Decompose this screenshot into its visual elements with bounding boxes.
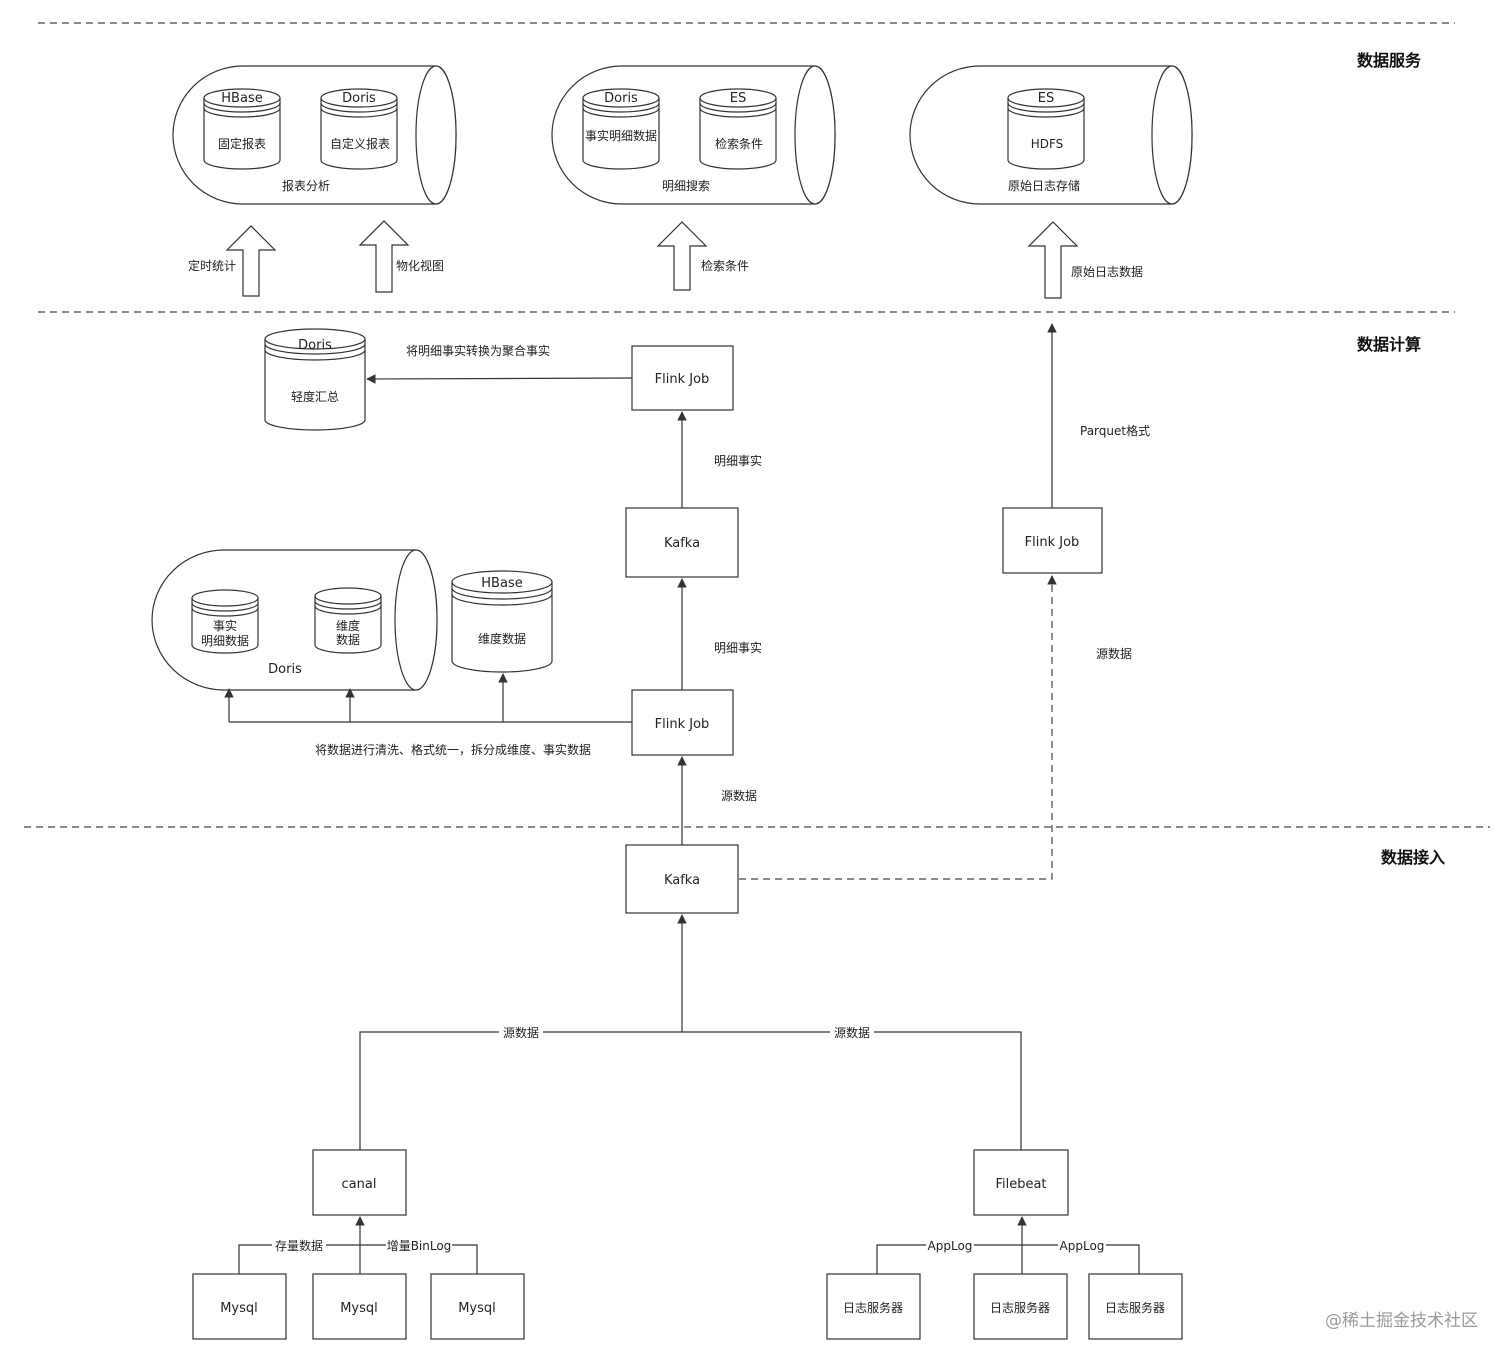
log-server-label-1: 日志服务器 [843,1300,903,1315]
flink-job-mid-label: Flink Job [655,717,710,732]
kafka-mid [625,507,739,578]
mysql-label-2: Mysql [340,1301,378,1316]
doris-db-cylinder: Doris 自定义报表 [320,88,398,170]
doris-summary-head: Doris [298,338,332,353]
es-search-cylinder: ES 检索条件 [699,88,777,170]
fact-detail-line1: 事实 [213,618,237,633]
label-incremental-binlog: 增量BinLog [387,1239,452,1253]
arrow-to-summary [366,374,633,384]
es-hdfs-cylinder: ES HDFS [1007,88,1085,170]
section-title-compute: 数据计算 [1357,335,1421,354]
label-source-left: 源数据 [503,1025,539,1040]
mysql-label-3: Mysql [458,1301,496,1316]
detail-search-group: Doris 事实明细数据 ES 检索条件 明细搜索 [551,65,836,205]
es-search-head: ES [730,91,746,106]
log-server-label-2: 日志服务器 [990,1300,1050,1315]
label-source-data-compute: 源数据 [721,788,757,803]
dashed-kafka-to-flink-right [739,575,1057,880]
canal-box [312,1149,407,1216]
up-arrow-mview [358,220,410,293]
label-fact-aggregation: 将明细事实转换为聚合事实 [406,343,550,358]
log-server-box-2 [973,1273,1068,1340]
dimension-line2: 数据 [336,632,360,647]
up-arrow-search [656,221,708,291]
watermark: @稀土掘金技术社区 [1325,1311,1478,1331]
mysql-label-1: Mysql [220,1301,258,1316]
log-server-label-3: 日志服务器 [1105,1300,1165,1315]
es-search-body: 检索条件 [715,136,763,151]
filebeat-box [973,1149,1069,1216]
flink-job-right [1002,507,1103,574]
es-hdfs-head: ES [1038,91,1054,106]
report-analysis-label: 报表分析 [282,178,330,193]
mysql-tree-line [238,1244,478,1274]
kafka-ingest-label: Kafka [664,873,700,888]
canal-label: canal [342,1177,377,1192]
tree-line-sources [359,1031,1022,1150]
doris-detail-cylinder: Doris 事实明细数据 [582,88,660,170]
mysql-box-1 [192,1273,287,1340]
hbase-dimension-cylinder: HBase 维度数据 [451,570,553,673]
logserver-tree-line [876,1244,1140,1274]
flink-job-top-label: Flink Job [655,372,710,387]
doris-group-label: Doris [268,662,302,677]
section-title-ingest: 数据接入 [1381,848,1445,867]
hbase-db-head: HBase [221,91,262,106]
label-applog-1: AppLog [928,1239,973,1253]
hbase-db-cylinder: HBase 固定报表 [203,88,281,170]
es-hdfs-body: HDFS [1031,137,1064,151]
mysql-box-3 [430,1273,525,1340]
doris-detail-head: Doris [604,91,638,106]
hbase-dimension-head: HBase [481,576,522,591]
doris-summary-cylinder: Doris 轻度汇总 [264,328,366,431]
log-server-box-1 [826,1273,921,1340]
label-raw-log-data: 原始日志数据 [1071,264,1143,279]
label-parquet: Parquet格式 [1080,423,1150,438]
fact-detail-line2: 明细数据 [201,633,249,648]
doris-db-head: Doris [342,91,376,106]
label-materialized-view: 物化视图 [396,258,444,273]
hbase-db-body: 固定报表 [218,136,266,151]
doris-summary-body: 轻度汇总 [291,389,339,404]
label-fact-1: 明细事实 [714,453,762,468]
label-search-condition: 检索条件 [701,258,749,273]
doris-db-body: 自定义报表 [330,136,390,151]
filebeat-label: Filebeat [995,1177,1046,1192]
log-server-box-3 [1088,1273,1183,1340]
label-source-right: 源数据 [834,1025,870,1040]
raw-log-label: 原始日志存储 [1008,178,1080,193]
mysql-box-2 [312,1273,407,1340]
flink-job-top [631,345,734,411]
label-clean-split: 将数据进行清洗、格式统一，拆分成维度、事实数据 [315,742,591,757]
flink-job-right-label: Flink Job [1025,535,1080,550]
kafka-ingest [625,844,739,914]
label-source-data-right: 源数据 [1096,646,1132,661]
hbase-dimension-body: 维度数据 [478,631,526,646]
dimension-line1: 维度 [336,618,360,633]
label-scheduled-stats: 定时统计 [188,258,236,273]
label-stock-data: 存量数据 [275,1238,323,1253]
up-arrow-raw [1027,221,1079,299]
raw-log-group: ES HDFS 原始日志存储 [909,65,1193,205]
dimension-cylinder: 维度 数据 [314,587,382,654]
doris-storage-group: 事实 明细数据 维度 数据 Doris [151,549,438,691]
doris-detail-body: 事实明细数据 [585,128,657,143]
kafka-mid-label: Kafka [664,536,700,551]
detail-search-label: 明细搜索 [662,178,710,193]
section-title-service: 数据服务 [1357,51,1422,70]
label-fact-2: 明细事实 [714,640,762,655]
report-analysis-group: HBase 固定报表 Doris 自定义报表 报表分析 [172,65,457,205]
up-arrow-scheduled [225,225,277,297]
fact-detail-cylinder: 事实 明细数据 [191,589,259,654]
label-applog-2: AppLog [1060,1239,1105,1253]
